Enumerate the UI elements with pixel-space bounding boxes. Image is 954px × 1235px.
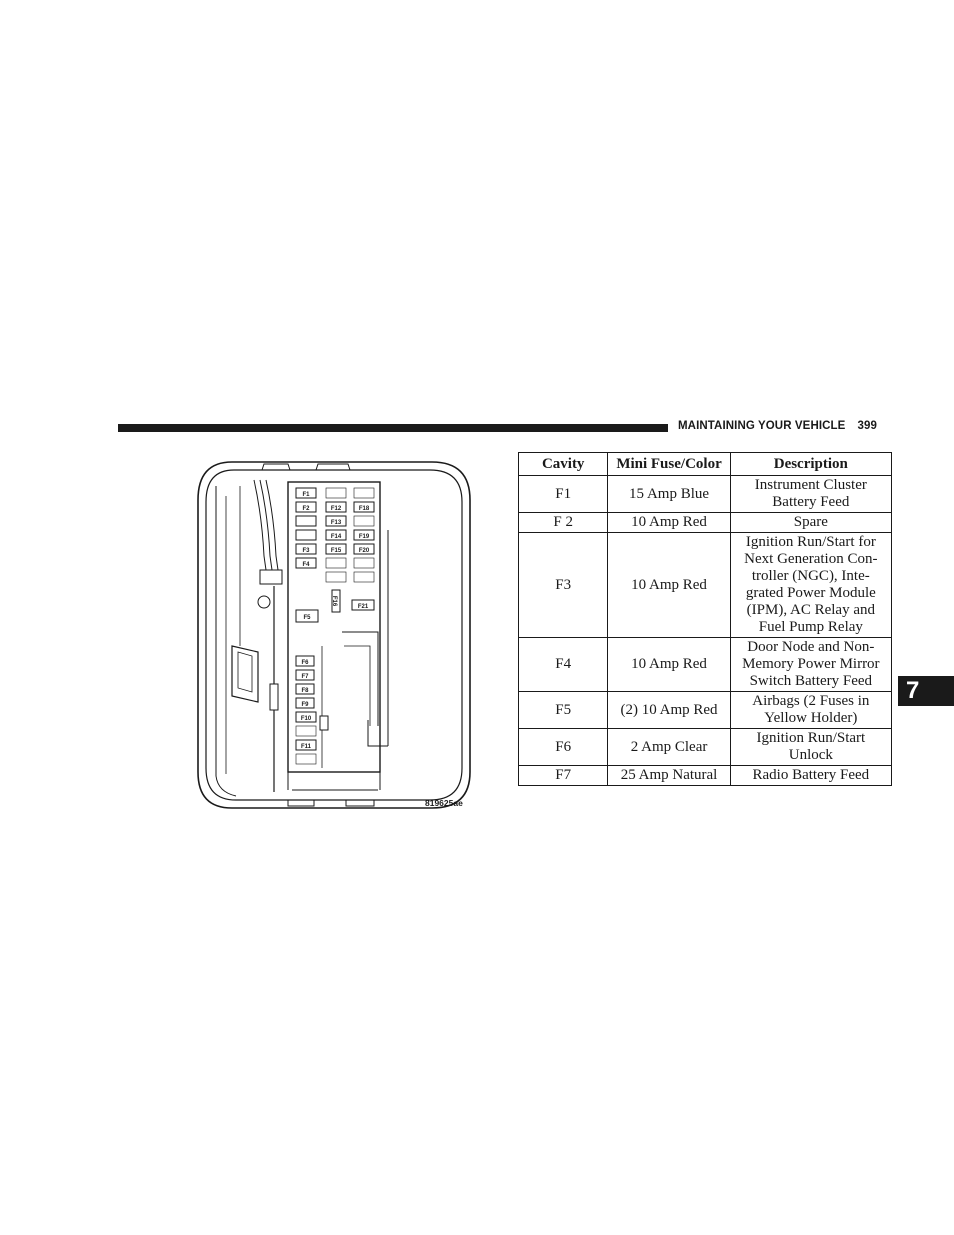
fuse-label: F8 bbox=[301, 688, 309, 694]
chapter-tab: 7 bbox=[898, 676, 954, 706]
fuse-label: F19 bbox=[359, 534, 370, 540]
fuse-label: F5 bbox=[303, 615, 311, 621]
cavity-cell: F3 bbox=[517, 532, 609, 638]
page-number: 399 bbox=[857, 420, 877, 432]
fuse-label: F11 bbox=[301, 744, 312, 750]
fuse-label: F4 bbox=[302, 562, 310, 568]
table-row: F5 (2) 10 Amp Red Airbags (2 Fuses in Ye… bbox=[517, 691, 893, 729]
table-row: F6 2 Amp Clear Ignition Run/Start Unlock bbox=[517, 728, 893, 766]
fuse-label: F12 bbox=[331, 506, 342, 512]
table-header-row: Cavity Mini Fuse/Color Description bbox=[517, 452, 893, 476]
description-cell: Ignition Run/Start Unlock bbox=[729, 728, 893, 766]
table-row: F1 15 Amp Blue Instrument Cluster Batter… bbox=[517, 475, 893, 513]
cavity-cell: F5 bbox=[517, 691, 609, 729]
figure-code: 819625ae bbox=[425, 798, 463, 808]
fuse-label: F14 bbox=[331, 534, 342, 540]
running-header: MAINTAINING YOUR VEHICLE 399 bbox=[678, 420, 877, 432]
fuse-table: Cavity Mini Fuse/Color Description F1 15… bbox=[517, 452, 893, 786]
fuse-label: F7 bbox=[301, 674, 309, 680]
fuse-label: F10 bbox=[301, 716, 312, 722]
table-row: F3 10 Amp Red Ignition Run/Start for Nex… bbox=[517, 532, 893, 638]
section-title: MAINTAINING YOUR VEHICLE bbox=[678, 420, 846, 432]
cavity-cell: F1 bbox=[517, 475, 609, 513]
description-cell: Radio Battery Feed bbox=[729, 765, 893, 786]
column-header-description: Description bbox=[729, 452, 893, 476]
fuse-label: F2 bbox=[302, 506, 310, 512]
description-cell: Instrument Cluster Battery Feed bbox=[729, 475, 893, 513]
fuse-label: F9 bbox=[301, 702, 309, 708]
fuse-cell: 15 Amp Blue bbox=[607, 475, 731, 513]
description-cell: Ignition Run/Start for Next Generation C… bbox=[729, 532, 893, 638]
column-header-fuse: Mini Fuse/Color bbox=[607, 452, 731, 476]
fuse-label: F18 bbox=[359, 506, 370, 512]
fuse-cell: (2) 10 Amp Red bbox=[607, 691, 731, 729]
table-row: F 2 10 Amp Red Spare bbox=[517, 512, 893, 533]
column-header-cavity: Cavity bbox=[517, 452, 609, 476]
fuse-label: F3 bbox=[302, 548, 310, 554]
cavity-cell: F 2 bbox=[517, 512, 609, 533]
description-cell: Airbags (2 Fuses in Yellow Holder) bbox=[729, 691, 893, 729]
description-cell: Spare bbox=[729, 512, 893, 533]
fuse-cell: 25 Amp Natural bbox=[607, 765, 731, 786]
fuse-label: F16 bbox=[331, 596, 337, 607]
fuse-label: F20 bbox=[359, 548, 370, 554]
header-rule bbox=[118, 424, 668, 432]
fuse-label: F6 bbox=[301, 660, 309, 666]
cavity-cell: F4 bbox=[517, 637, 609, 692]
table-row: F4 10 Amp Red Door Node and Non- Memory … bbox=[517, 637, 893, 692]
fuse-panel-diagram: F1 F2 F3 F4 F5 F6 F7 F8 F9 F10 F11 F12 F… bbox=[197, 461, 471, 809]
fuse-cell: 2 Amp Clear bbox=[607, 728, 731, 766]
cavity-cell: F7 bbox=[517, 765, 609, 786]
fuse-cell: 10 Amp Red bbox=[607, 512, 731, 533]
table-row: F7 25 Amp Natural Radio Battery Feed bbox=[517, 765, 893, 786]
fuse-label: F13 bbox=[331, 520, 342, 526]
fuse-cell: 10 Amp Red bbox=[607, 637, 731, 692]
fuse-label: F1 bbox=[302, 492, 310, 498]
description-cell: Door Node and Non- Memory Power Mirror S… bbox=[729, 637, 893, 692]
fuse-cell: 10 Amp Red bbox=[607, 532, 731, 638]
fuse-label: F21 bbox=[358, 604, 369, 610]
cavity-cell: F6 bbox=[517, 728, 609, 766]
fuse-label: F15 bbox=[331, 548, 342, 554]
